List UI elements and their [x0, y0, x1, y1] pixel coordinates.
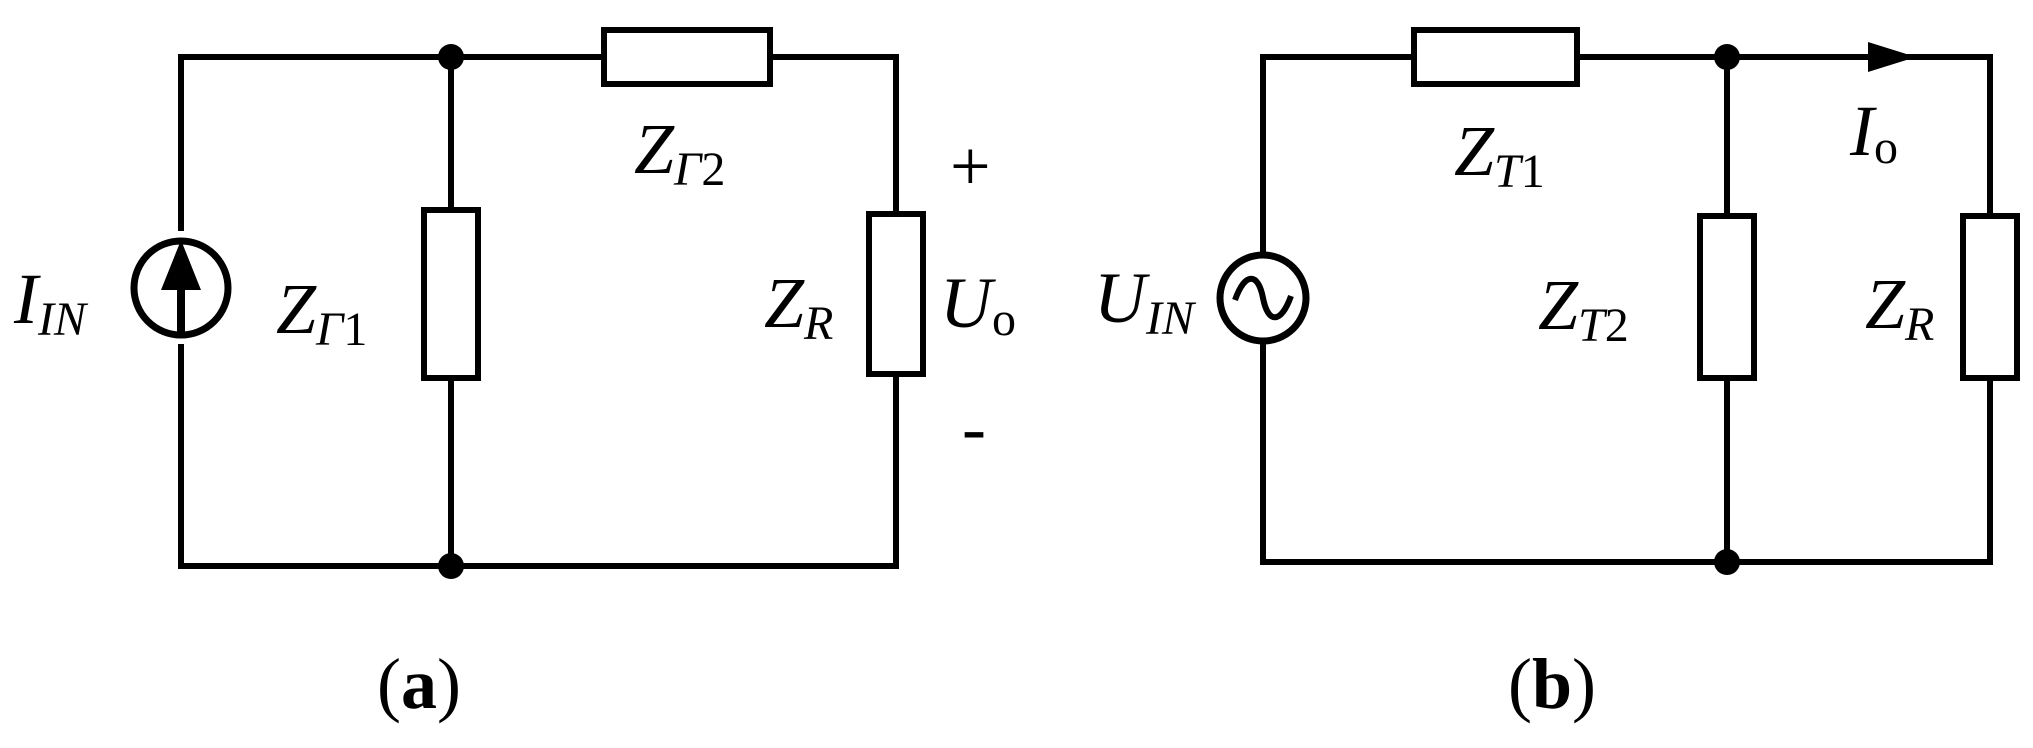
- voltage-source-b: [1216, 251, 1310, 345]
- impedance-zg1-a: [421, 207, 481, 381]
- output-current-label-b: Io: [1849, 91, 1898, 174]
- source-arrow-icon: [161, 240, 201, 290]
- current-arrow-icon: [1868, 42, 1916, 72]
- output-voltage-label-a: Uo: [940, 263, 1016, 346]
- plus-sign-a: +: [950, 126, 991, 206]
- circuit-a-wires: [178, 54, 899, 569]
- circuit-b-node-top: [1714, 44, 1740, 70]
- impedance-zr-a: [866, 211, 926, 377]
- source-label-b: UIN: [1094, 258, 1197, 345]
- caption-b: (b): [1508, 644, 1596, 724]
- circuit-a-node-bottom: [438, 553, 464, 579]
- impedance-zt1-b: [1411, 27, 1580, 87]
- impedance-zr-b: [1960, 213, 2020, 381]
- impedance-label-zr-a: ZR: [764, 263, 833, 350]
- impedance-zg2-a: [601, 27, 773, 87]
- circuit-a-node-top: [438, 44, 464, 70]
- impedance-label-zg2-a: ZΓ2: [634, 109, 725, 196]
- circuit-b-node-bottom: [1714, 549, 1740, 575]
- impedance-zt2-b: [1697, 213, 1757, 381]
- current-source-a: [130, 237, 232, 339]
- caption-a: (a): [377, 644, 461, 724]
- impedance-label-zr-b: ZR: [1865, 264, 1934, 351]
- minus-sign-a: -: [962, 388, 986, 468]
- impedance-label-zt1-b: ZT1: [1454, 111, 1545, 198]
- circuit-b: UIN ZT1 ZT2 ZR Io (b): [1094, 27, 2020, 724]
- impedance-label-zt2-b: ZT2: [1538, 265, 1629, 352]
- ac-sine-icon: [1232, 275, 1294, 321]
- source-label-a: IIN: [13, 259, 89, 346]
- impedance-label-zg1-a: ZΓ1: [276, 269, 367, 356]
- circuit-b-wires: [1260, 54, 1993, 565]
- circuit-a: IIN ZΓ1 ZΓ2 ZR Uo + - (a): [13, 27, 1016, 724]
